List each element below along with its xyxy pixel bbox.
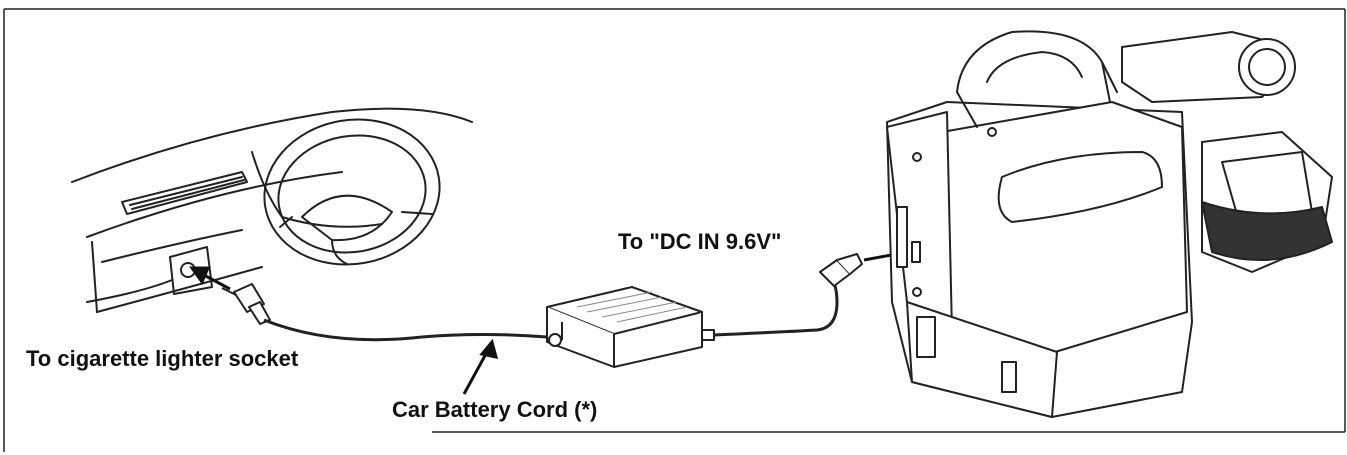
car-battery-cord-label: Car Battery Cord (*) — [392, 397, 598, 422]
dc-plug — [819, 253, 863, 287]
figure-border — [3, 8, 1346, 452]
lighter-plug — [221, 283, 271, 325]
camcorder — [886, 30, 1333, 418]
cord-arrow — [462, 338, 499, 395]
cable-right — [713, 269, 839, 337]
car-dashboard — [71, 107, 473, 313]
dc-in-label: To "DC IN 9.6V" — [618, 229, 782, 254]
battery-adapter — [546, 286, 715, 368]
cable-left — [263, 318, 548, 342]
socket-arrow — [189, 266, 231, 291]
cigarette-lighter-label: To cigarette lighter socket — [26, 346, 299, 371]
